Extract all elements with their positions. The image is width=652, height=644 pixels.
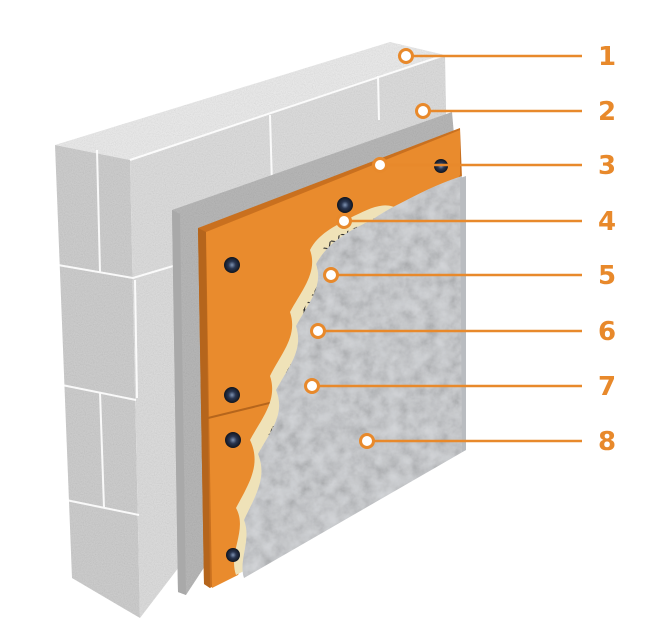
- dowel-icon: [226, 548, 240, 562]
- callout-4: 4: [336, 207, 616, 237]
- callout-label: 6: [598, 317, 616, 347]
- callouts: 1 2 3 4 5 6 7: [304, 42, 616, 457]
- callout-label: 7: [598, 372, 616, 402]
- callout-label: 2: [598, 97, 616, 127]
- dowel-icon: [225, 432, 241, 448]
- callout-label: 1: [598, 42, 616, 72]
- callout-8: 8: [359, 427, 616, 457]
- dowel-icon: [224, 387, 240, 403]
- decorative-plaster: [242, 176, 466, 578]
- callout-3: 3: [372, 151, 616, 181]
- callout-6: 6: [310, 317, 616, 347]
- callout-label: 3: [598, 151, 616, 181]
- callout-7: 7: [304, 372, 616, 402]
- dowel-icon: [337, 197, 353, 213]
- callout-2: 2: [415, 97, 616, 127]
- callout-1: 1: [398, 42, 616, 72]
- callout-label: 8: [598, 427, 616, 457]
- callout-label: 4: [598, 207, 616, 237]
- callout-5: 5: [323, 261, 616, 291]
- dowel-icon: [224, 257, 240, 273]
- callout-label: 5: [598, 261, 616, 291]
